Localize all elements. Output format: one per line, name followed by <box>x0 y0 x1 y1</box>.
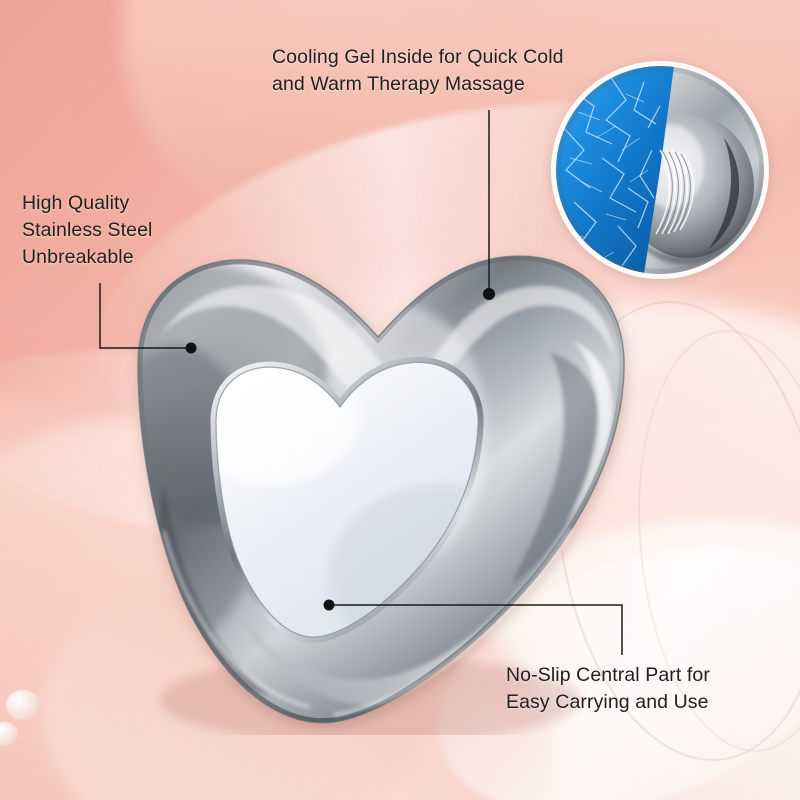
heart-lower-sweep <box>240 429 612 707</box>
heart-top-highlight <box>160 285 614 421</box>
heart-right-reflection <box>512 353 601 583</box>
inner-pad-rim-light <box>222 371 290 417</box>
inset-bowl-lower-shadow <box>634 236 736 265</box>
heart-outline <box>137 255 625 724</box>
inner-pad-outline <box>215 361 479 638</box>
heart-outer-arc-light <box>162 530 311 709</box>
callout-label-no-slip-grip: No-Slip Central Part for Easy Carrying a… <box>506 664 710 713</box>
inset-flute-ridges <box>655 149 695 235</box>
inset-flute-shadows <box>658 151 691 234</box>
callout-label-stainless-steel: High Quality Stainless Steel Unbreakable <box>22 192 153 268</box>
inset-gel-block <box>556 66 674 274</box>
inset-bowl-dark-edge <box>708 138 740 250</box>
inset-inner-vignette <box>556 66 764 274</box>
cooling-gel-detail-inset <box>551 61 769 279</box>
callout-label-cooling-gel: Cooling Gel Inside for Quick Cold and Wa… <box>272 46 564 95</box>
heart-right-highlight <box>566 341 613 523</box>
